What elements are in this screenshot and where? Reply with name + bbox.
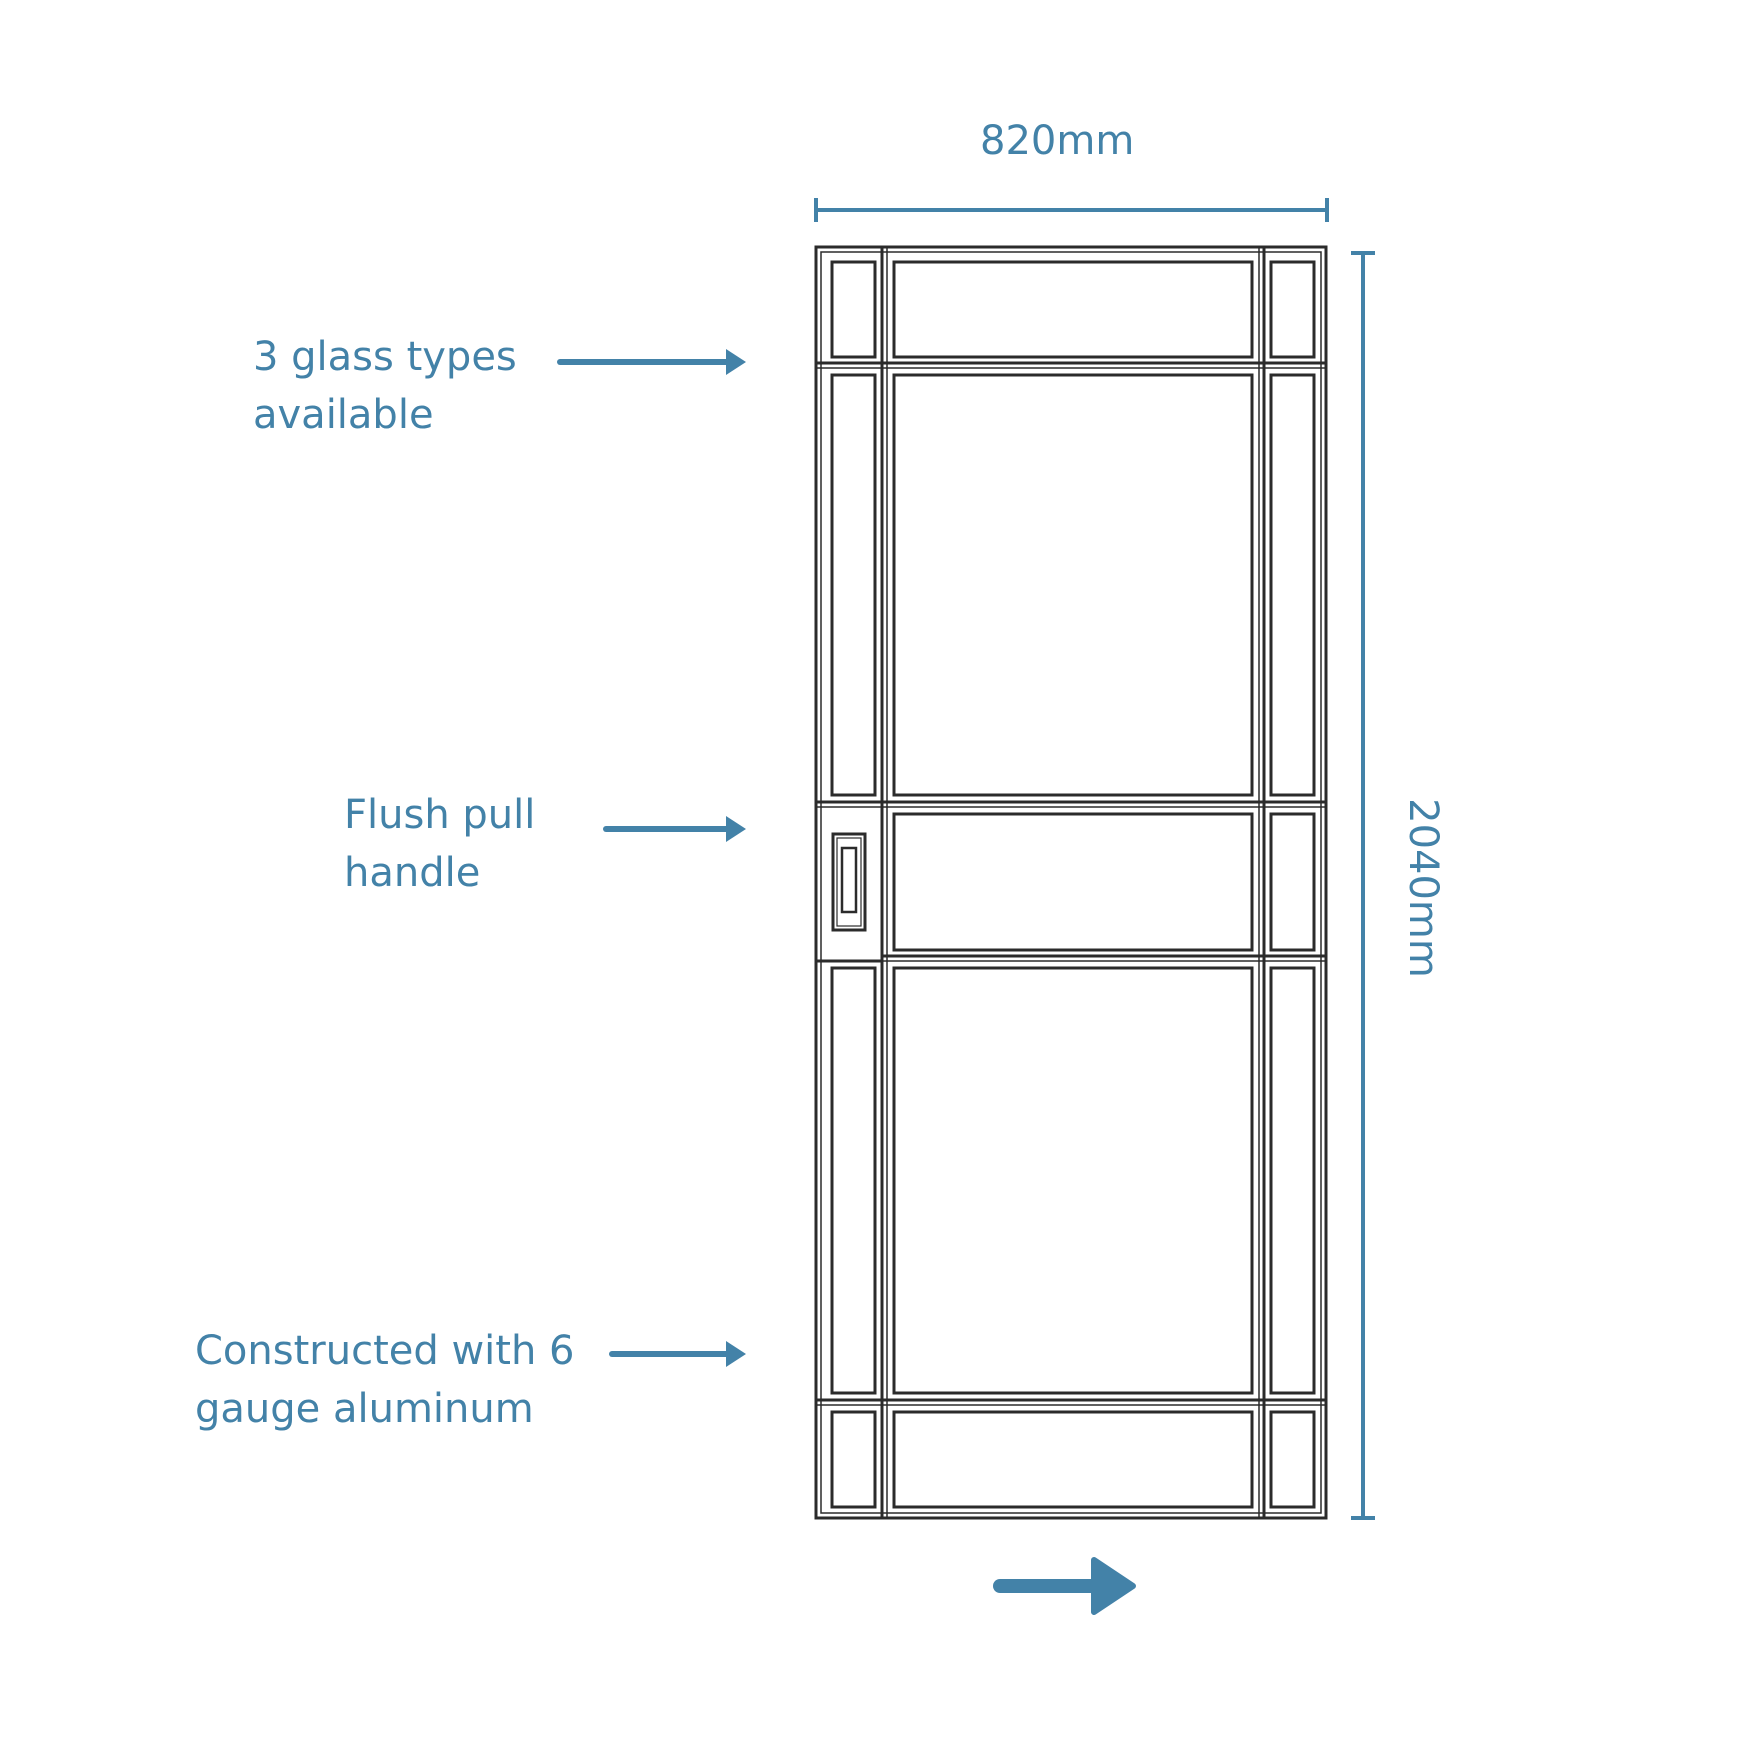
slide-direction-arrow-icon [993, 1557, 1136, 1615]
arrow-right-icon [603, 816, 746, 842]
arrow-right-icon [557, 349, 746, 375]
glass-pane [830, 260, 877, 359]
glass-panes [830, 260, 1316, 1509]
glass-pane [1269, 1410, 1316, 1509]
handle-callout-line1: Flush pull [344, 792, 536, 838]
glass-pane [892, 1410, 1254, 1509]
width-label: 820mm [980, 118, 1135, 164]
handle-callout-line2: handle [344, 850, 481, 896]
glass-pane [830, 1410, 877, 1509]
glass-pane [830, 966, 877, 1395]
glass-types-callout: 3 glass types available [253, 328, 517, 444]
glass-pane [1269, 966, 1316, 1395]
glass-callout-line2: available [253, 392, 434, 438]
construction-callout: Constructed with 6 gauge aluminum [195, 1322, 575, 1438]
width-dimension-line [814, 198, 1329, 222]
construction-callout-line1: Constructed with 6 [195, 1328, 575, 1374]
glass-pane [892, 966, 1254, 1395]
glass-callout-line1: 3 glass types [253, 334, 517, 380]
glass-pane [1269, 260, 1316, 359]
glass-pane [892, 812, 1254, 952]
glass-pane [892, 373, 1254, 797]
height-label: 2040mm [1400, 798, 1446, 978]
glass-pane [1269, 812, 1316, 952]
flush-pull-handle [831, 832, 867, 932]
height-dimension-line [1351, 251, 1375, 1520]
construction-callout-line2: gauge aluminum [195, 1386, 534, 1432]
door-frame [814, 245, 1328, 1520]
glass-pane [830, 373, 877, 797]
glass-pane [1269, 373, 1316, 797]
arrow-right-icon [609, 1341, 746, 1367]
glass-pane [892, 260, 1254, 359]
handle-callout: Flush pull handle [344, 786, 535, 902]
